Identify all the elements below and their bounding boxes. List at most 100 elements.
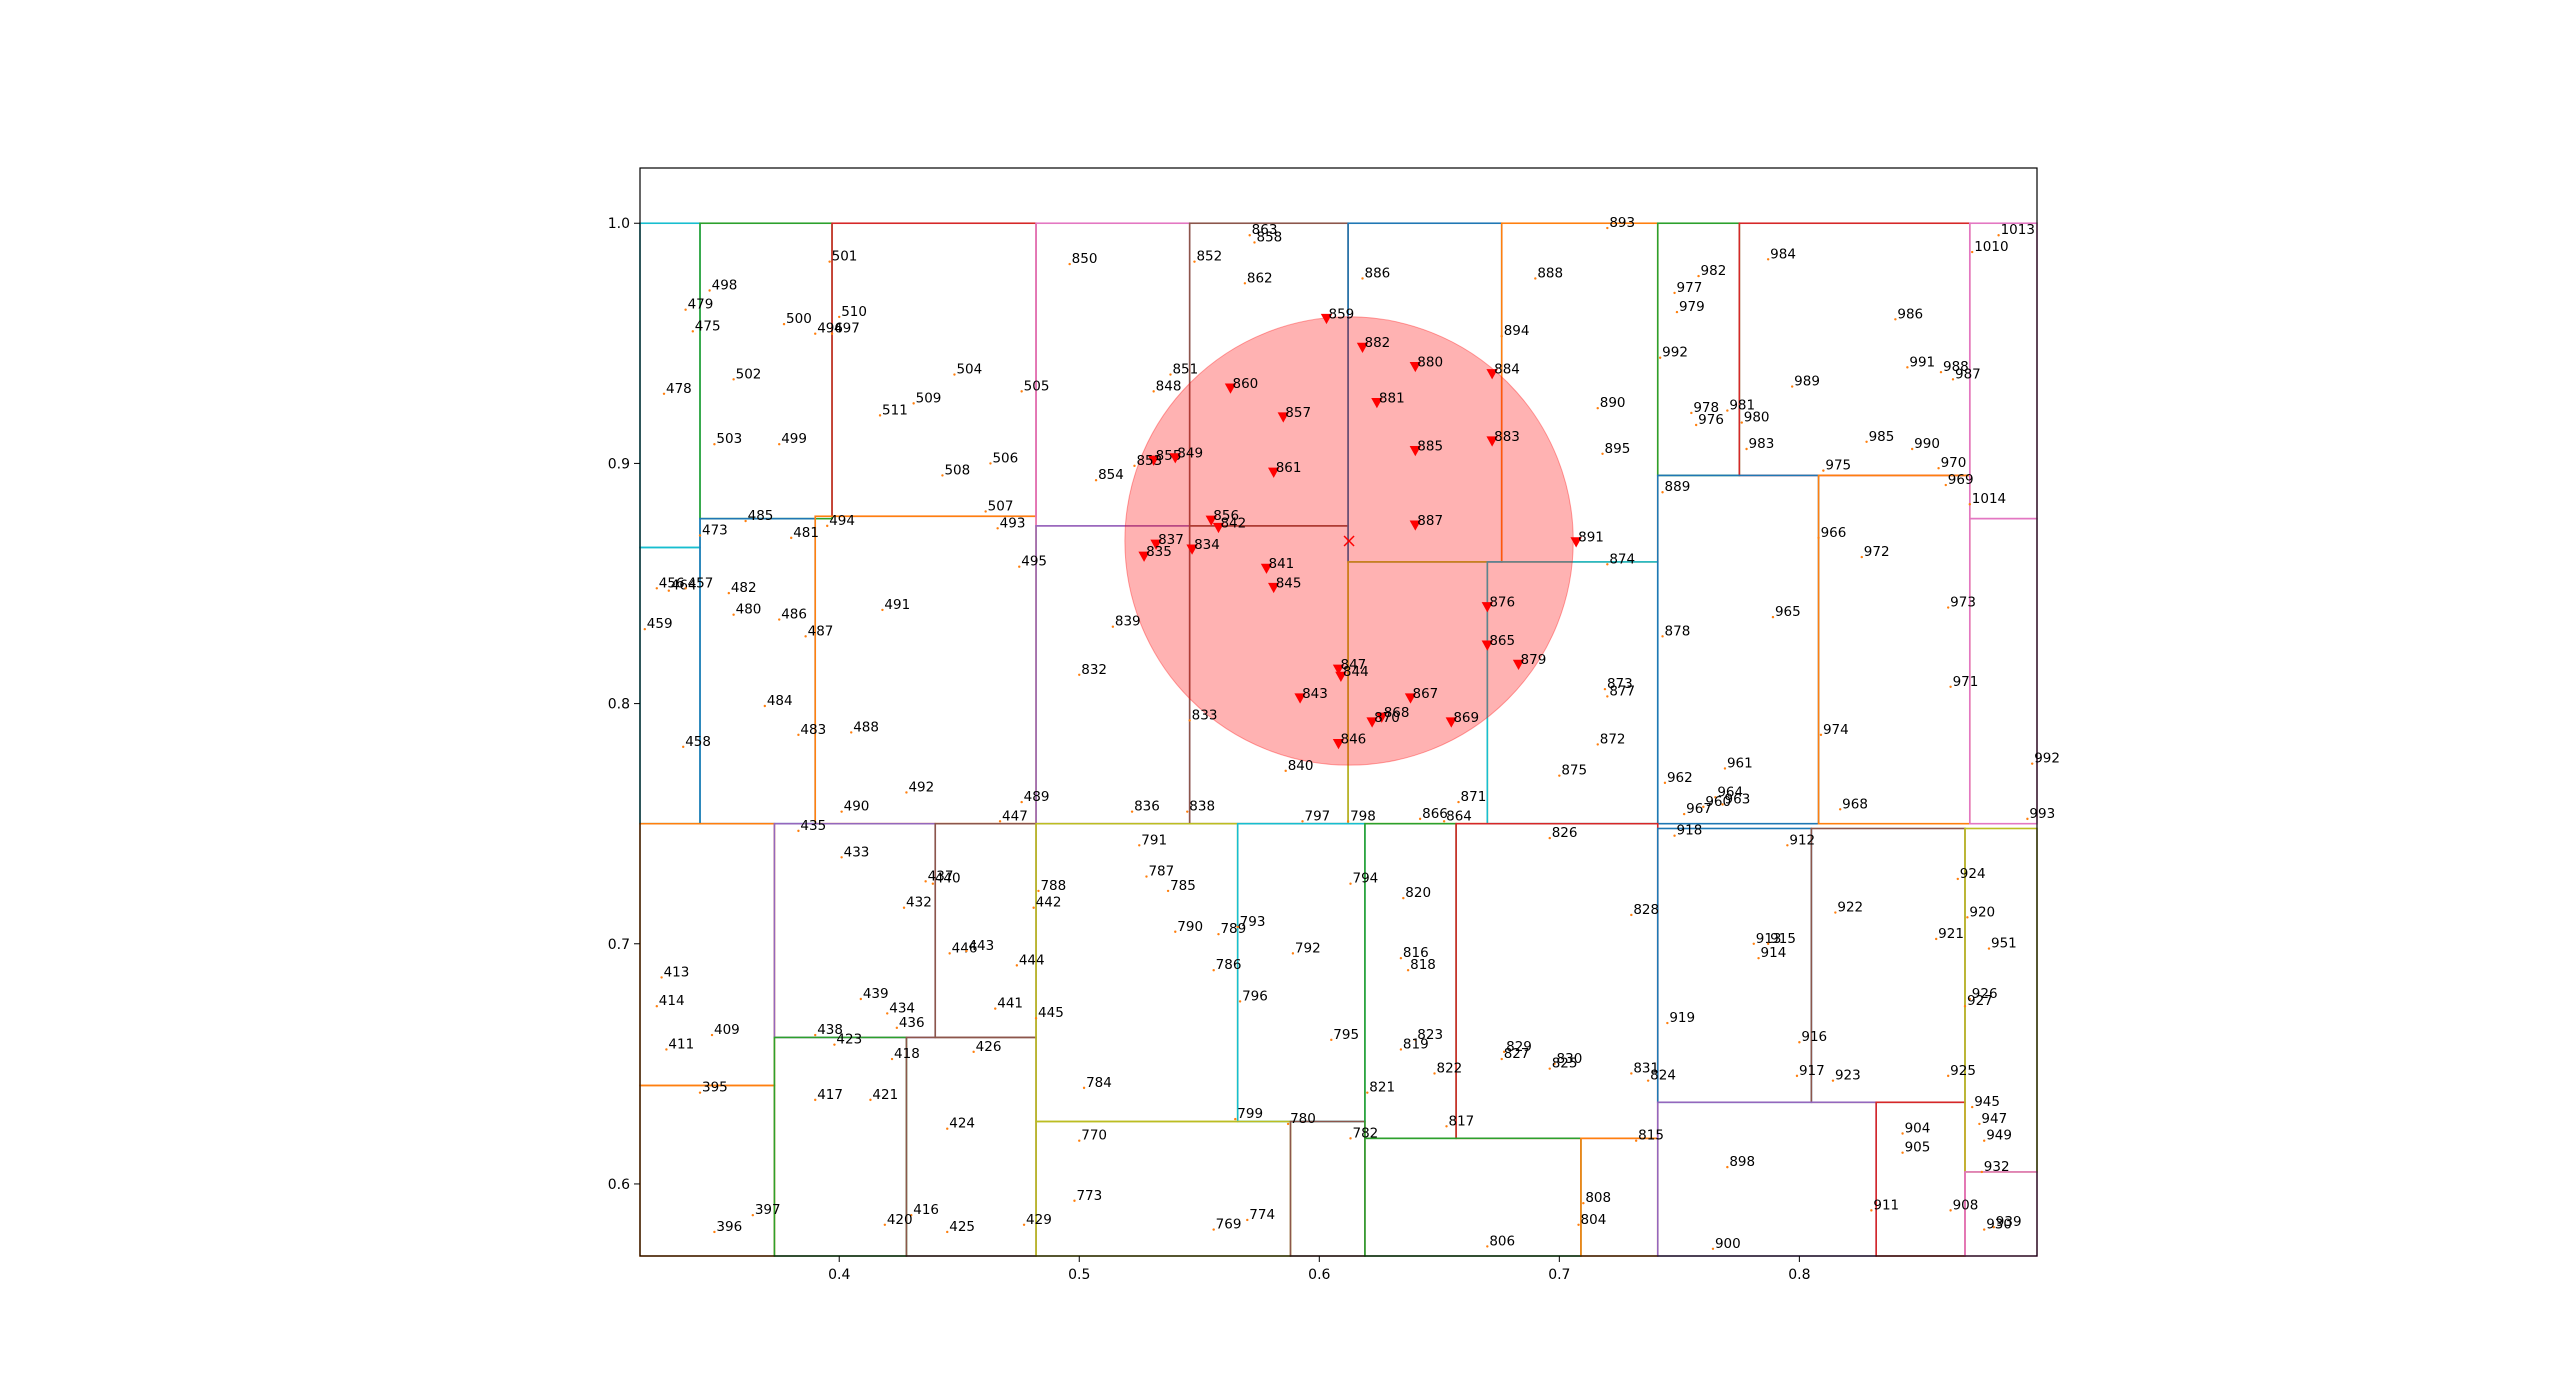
point-label: 786 (1216, 957, 1242, 973)
data-point (1694, 423, 1698, 427)
highlighted-point (1332, 739, 1345, 750)
data-point (1284, 769, 1287, 773)
region-rect (1364, 1137, 1582, 1257)
data-point (1757, 956, 1760, 960)
region-rect (1035, 1120, 1292, 1257)
point-label: 918 (1677, 823, 1703, 839)
region-rect (1810, 827, 1966, 1104)
data-point (1082, 1086, 1086, 1090)
data-point (1970, 1105, 1974, 1109)
data-point (1603, 687, 1607, 691)
point-label: 986 (1897, 306, 1923, 322)
point-label: 838 (1189, 799, 1215, 815)
data-point (1361, 277, 1364, 280)
data-point (1238, 1000, 1242, 1003)
point-label: 987 (1955, 366, 1981, 382)
point-label: 789 (1220, 921, 1246, 937)
data-point (1068, 262, 1071, 266)
data-point (1795, 1074, 1799, 1078)
point-label: 916 (1801, 1029, 1827, 1045)
point-label: 791 (1141, 832, 1167, 848)
y-tick-label: 1.0 (608, 216, 630, 232)
data-point (1901, 1132, 1904, 1135)
point-label: 923 (1835, 1068, 1861, 1084)
data-point (1982, 1228, 1986, 1231)
data-point (1963, 1005, 1967, 1008)
data-point (804, 635, 807, 638)
point-label: 499 (781, 431, 807, 447)
point-label: 980 (1744, 410, 1770, 426)
point-label: 858 (1256, 229, 1282, 245)
point-label: 489 (1024, 789, 1050, 805)
point-label: 433 (844, 844, 870, 860)
highlighted-point (1294, 693, 1306, 704)
data-point (1939, 370, 1943, 374)
highlighted-point (1224, 383, 1237, 394)
point-label: 867 (1413, 686, 1439, 702)
point-label: 444 (1019, 952, 1045, 968)
point-label: 797 (1304, 808, 1330, 824)
point-label: 960 (1705, 794, 1731, 810)
point-label: 441 (997, 996, 1023, 1012)
data-point (643, 627, 647, 631)
data-point (840, 810, 843, 813)
region-rect (831, 222, 1037, 518)
data-point (1418, 817, 1422, 821)
point-label: 774 (1249, 1207, 1275, 1223)
y-tick-label: 0.6 (608, 1177, 630, 1193)
data-point (1934, 937, 1938, 941)
data-point (1349, 1137, 1352, 1140)
data-point (984, 510, 987, 513)
data-point (1486, 1245, 1489, 1248)
data-point (1860, 555, 1863, 559)
data-point (1174, 930, 1177, 933)
partition-regions (639, 222, 2038, 1257)
x-tick-label: 0.5 (1068, 1267, 1090, 1283)
point-label: 481 (793, 525, 819, 541)
data-point (684, 308, 687, 311)
region-rect (639, 1084, 776, 1257)
point-label: 849 (1177, 446, 1203, 462)
data-point (902, 906, 906, 909)
point-label: 832 (1081, 662, 1107, 678)
point-label: 492 (908, 779, 934, 795)
point-label: 964 (1717, 784, 1743, 800)
data-point (713, 443, 716, 446)
data-point (1553, 1062, 1556, 1066)
point-label: 508 (944, 462, 970, 478)
data-point (1906, 366, 1909, 369)
data-point (1169, 373, 1172, 376)
point-label: 446 (952, 940, 978, 956)
point-label: 423 (836, 1032, 862, 1048)
data-point (1286, 1122, 1290, 1126)
data-point (1094, 479, 1098, 482)
point-label: 872 (1600, 731, 1626, 747)
highlighted-point (1512, 659, 1525, 670)
point-label: 839 (1115, 614, 1141, 630)
data-point (1711, 1247, 1715, 1250)
data-point (828, 260, 831, 263)
data-point (1894, 318, 1897, 321)
data-point (830, 332, 834, 335)
data-point (1966, 916, 1969, 919)
point-label: 458 (685, 734, 711, 750)
point-label: 491 (884, 597, 910, 613)
point-label: 978 (1693, 400, 1719, 416)
data-point (1022, 1223, 1026, 1226)
point-label: 827 (1504, 1046, 1530, 1062)
point-label: 418 (894, 1046, 920, 1062)
data-point (662, 392, 666, 395)
point-label: 852 (1196, 249, 1222, 265)
region-rect (814, 515, 1037, 825)
point-label: 456 (659, 575, 685, 591)
data-point (838, 315, 841, 319)
data-point (941, 474, 944, 477)
point-label: 1014 (1972, 491, 2006, 507)
data-point (682, 745, 685, 749)
data-point (667, 589, 671, 592)
point-label: 864 (1446, 808, 1472, 824)
data-point (1723, 767, 1727, 770)
data-point (972, 1050, 975, 1054)
data-point (1987, 947, 1991, 950)
data-point (1982, 1139, 1986, 1142)
